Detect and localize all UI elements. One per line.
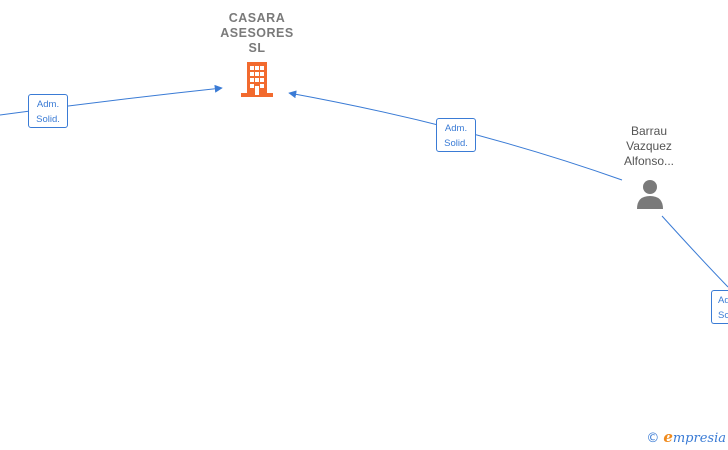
edge-label-left[interactable]: Adm. Solid. — [28, 94, 68, 128]
company-name[interactable]: CASARA ASESORES SL — [205, 11, 309, 56]
edge-label-person-company[interactable]: Adm. Solid. — [436, 118, 476, 152]
company-name-line: CASARA — [228, 11, 286, 25]
copyright-symbol: © — [646, 431, 660, 446]
edge-label-offscreen[interactable]: Ad So — [711, 290, 728, 324]
brand-initial: e — [663, 428, 673, 446]
person-icon[interactable] — [635, 179, 665, 209]
edge-label-line: Adm. — [444, 123, 468, 134]
building-icon[interactable] — [241, 62, 273, 98]
edge-label-line: So — [718, 310, 728, 321]
edge-label-line: Solid. — [36, 114, 60, 125]
brand-name: mpresia — [672, 431, 726, 446]
edge-label-line: Ad — [718, 295, 728, 306]
edge-left-to-company — [0, 84, 223, 116]
edge-label-line: Adm. — [36, 99, 60, 110]
person-name[interactable]: Barrau Vazquez Alfonso... — [604, 124, 694, 169]
company-name-line: SL — [248, 41, 266, 55]
empresia-watermark: ©empresia — [646, 428, 726, 446]
person-name-line: Vazquez — [626, 139, 672, 153]
person-name-line: Barrau — [630, 124, 668, 138]
edge-label-line: Solid. — [444, 138, 468, 149]
edge-person-to-offscreen — [661, 215, 728, 288]
person-name-line: Alfonso... — [623, 154, 675, 168]
company-name-line: ASESORES — [220, 26, 294, 40]
